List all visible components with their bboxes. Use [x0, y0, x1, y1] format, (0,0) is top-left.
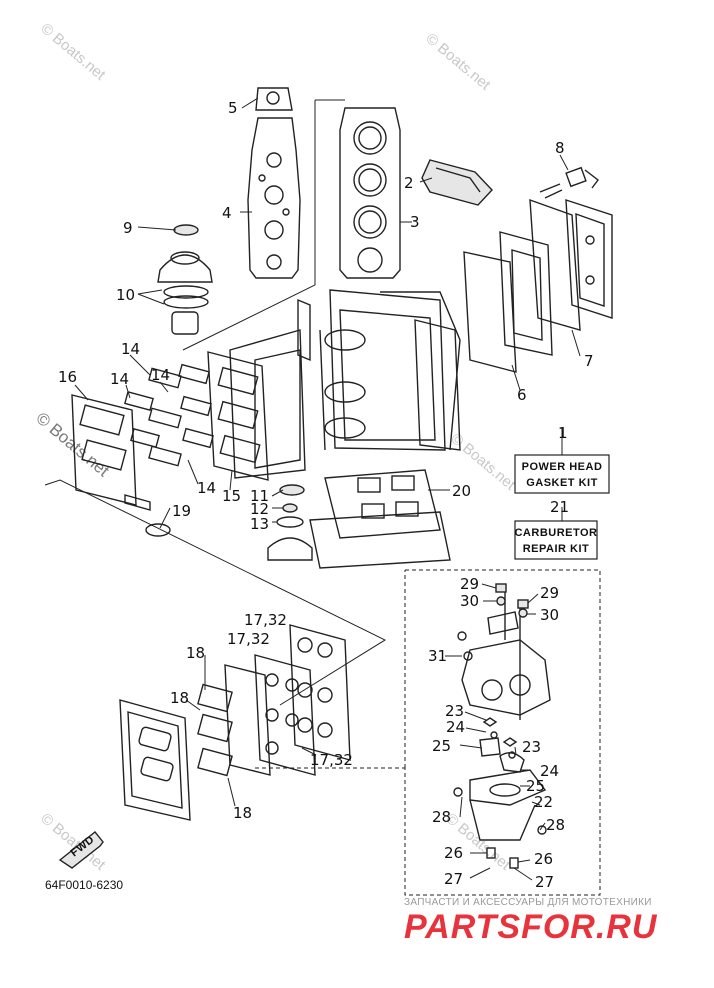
brand-tagline: ЗАПЧАСТИ И АКСЕССУАРЫ ДЛЯ МОТОТЕХНИКИ	[404, 897, 652, 908]
callout-23: 23	[445, 702, 464, 720]
part-17-32-manifold	[224, 624, 351, 776]
silencer-cover	[119, 699, 191, 821]
callout-12: 12	[250, 500, 269, 518]
callout-26: 26	[534, 850, 553, 868]
callout-labels: 1 2 3 4 5 6 7 8 9 10 11 12 13 14 14 14 1…	[58, 99, 594, 891]
part-2-cover	[421, 159, 493, 206]
callout-14: 14	[121, 340, 140, 358]
part-28-screw	[453, 787, 547, 835]
callout-15: 15	[222, 487, 241, 505]
callout-29: 29	[460, 575, 479, 593]
callout-8: 8	[555, 139, 565, 157]
callout-16: 16	[58, 368, 77, 386]
callout-30: 30	[460, 592, 479, 610]
callout-17-32: 17,32	[227, 630, 270, 648]
part-7-exhaust-cover	[529, 198, 613, 331]
callout-11: 11	[250, 487, 269, 505]
callout-18: 18	[170, 689, 189, 707]
part-20-gasket	[309, 469, 451, 569]
part-12-seal	[282, 503, 298, 513]
part-8-fitting	[539, 166, 599, 199]
callout-1: 1	[558, 424, 568, 442]
watermark: © Boats.net	[422, 30, 494, 94]
kit-label-line: REPAIR KIT	[523, 543, 590, 555]
callout-17-32: 17,32	[244, 611, 287, 629]
part-18-gasket	[197, 683, 233, 777]
callout-6: 6	[517, 386, 527, 404]
callout-30: 30	[540, 606, 559, 624]
callout-4: 4	[222, 204, 232, 222]
watermark: © Boats.net	[37, 20, 109, 84]
callout-14: 14	[110, 370, 129, 388]
callout-5: 5	[228, 99, 238, 117]
part-9-oil-seal	[173, 224, 199, 236]
callout-3: 3	[410, 213, 420, 231]
carburetor-body	[461, 590, 551, 720]
part-19-bracket	[124, 494, 171, 537]
part-6-exhaust-plate	[463, 231, 553, 373]
callout-10: 10	[116, 286, 135, 304]
callout-28: 28	[546, 816, 565, 834]
part-22-float-bowl	[469, 769, 547, 841]
callout-18: 18	[186, 644, 205, 662]
part-25-float	[479, 737, 525, 773]
part-11-bearing	[279, 484, 305, 496]
callout-23: 23	[522, 738, 541, 756]
callout-7: 7	[584, 352, 594, 370]
part-16-intake-gasket	[71, 394, 137, 506]
callout-17-32: 17,32	[310, 751, 353, 769]
part-3-cylinder-gasket	[339, 107, 401, 279]
part-4-gasket	[247, 117, 301, 279]
callout-22: 22	[534, 793, 553, 811]
callout-19: 19	[172, 502, 191, 520]
callout-2: 2	[404, 174, 414, 192]
callout-21: 21	[550, 498, 569, 516]
callout-29: 29	[540, 584, 559, 602]
kit-label-line: POWER HEAD	[522, 461, 603, 473]
brand-logo: PARTSFOR.RU	[404, 908, 658, 946]
part-5-cover	[255, 87, 293, 111]
callout-9: 9	[123, 219, 133, 237]
callout-31: 31	[428, 647, 447, 665]
callout-28: 28	[432, 808, 451, 826]
callout-25: 25	[432, 737, 451, 755]
part-31-screw	[457, 631, 473, 661]
callout-14: 14	[197, 479, 216, 497]
kit-label-line: CARBURETOR	[514, 527, 597, 539]
callout-25: 25	[526, 777, 545, 795]
callout-27: 27	[535, 873, 554, 891]
part-13-o-ring	[267, 516, 313, 561]
carburetor-repair-kit-box: CARBURETOR REPAIR KIT	[514, 520, 598, 560]
callout-24: 24	[540, 762, 559, 780]
power-head-block	[229, 289, 461, 479]
callout-14: 14	[151, 366, 170, 384]
part-15-reed-plate	[207, 351, 269, 481]
callout-13: 13	[250, 515, 269, 533]
callout-18: 18	[233, 804, 252, 822]
part-10-housing	[157, 251, 213, 335]
drawing-code: 64F0010-6230	[45, 878, 123, 892]
kit-label-line: GASKET KIT	[526, 477, 598, 489]
callout-26: 26	[444, 844, 463, 862]
power-head-gasket-kit-box: POWER HEAD GASKET KIT	[514, 454, 610, 494]
watermark: © Boats.net	[442, 810, 514, 874]
callout-27: 27	[444, 870, 463, 888]
callout-24: 24	[446, 718, 465, 736]
callout-20: 20	[452, 482, 471, 500]
part-14-reed-valves	[124, 363, 214, 467]
